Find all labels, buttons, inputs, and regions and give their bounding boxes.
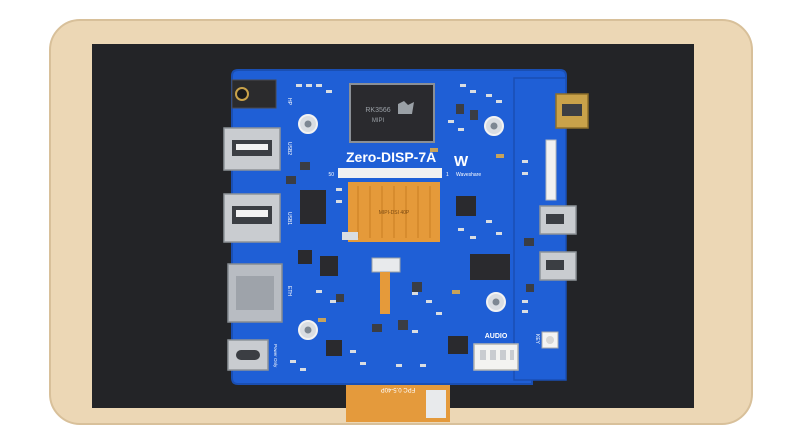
passive-components [286,84,534,371]
board-model-label: Zero-DISP-7A [346,149,436,165]
ic-6 [298,250,312,264]
pin-label-left: 50 [328,172,334,178]
bottom-flex-stiffener [426,390,446,418]
flex-ribbon-label: MIPI-DSI 40P [379,210,410,216]
small-ics [298,190,510,356]
brand-logo-icon: W [454,153,469,170]
board-slot [342,232,358,240]
main-chip-marking-2: MIPI [372,118,385,124]
usb2-label: USB2 [286,142,292,155]
key-label: KEY [534,334,540,345]
ic-2 [470,254,510,280]
ic-7 [320,256,338,276]
touch-flex-connector [371,257,401,273]
touch-flex-ribbon [380,272,390,314]
side-pin-header [545,139,557,201]
chip-logo-icon [398,101,414,114]
ic-1 [300,190,326,224]
ic-4 [326,340,342,356]
main-chip [349,83,435,143]
fpc-connector [338,168,442,178]
ic-5 [448,336,468,354]
pin-label-right: 1 [446,172,449,178]
bottom-ribbon-label: FPC 0.5-40P [381,386,416,392]
usb1-label: USB1 [286,212,292,225]
hp-label: HP [286,98,292,106]
brand-label: Waveshare [456,172,481,178]
eth-label: ETH [286,286,292,296]
audio-label: AUDIO [485,333,508,340]
power-label: Power Only [273,344,278,368]
main-chip-marking-1: RK3566 [365,107,390,114]
ic-3 [456,196,476,216]
mounting-holes [298,114,506,340]
